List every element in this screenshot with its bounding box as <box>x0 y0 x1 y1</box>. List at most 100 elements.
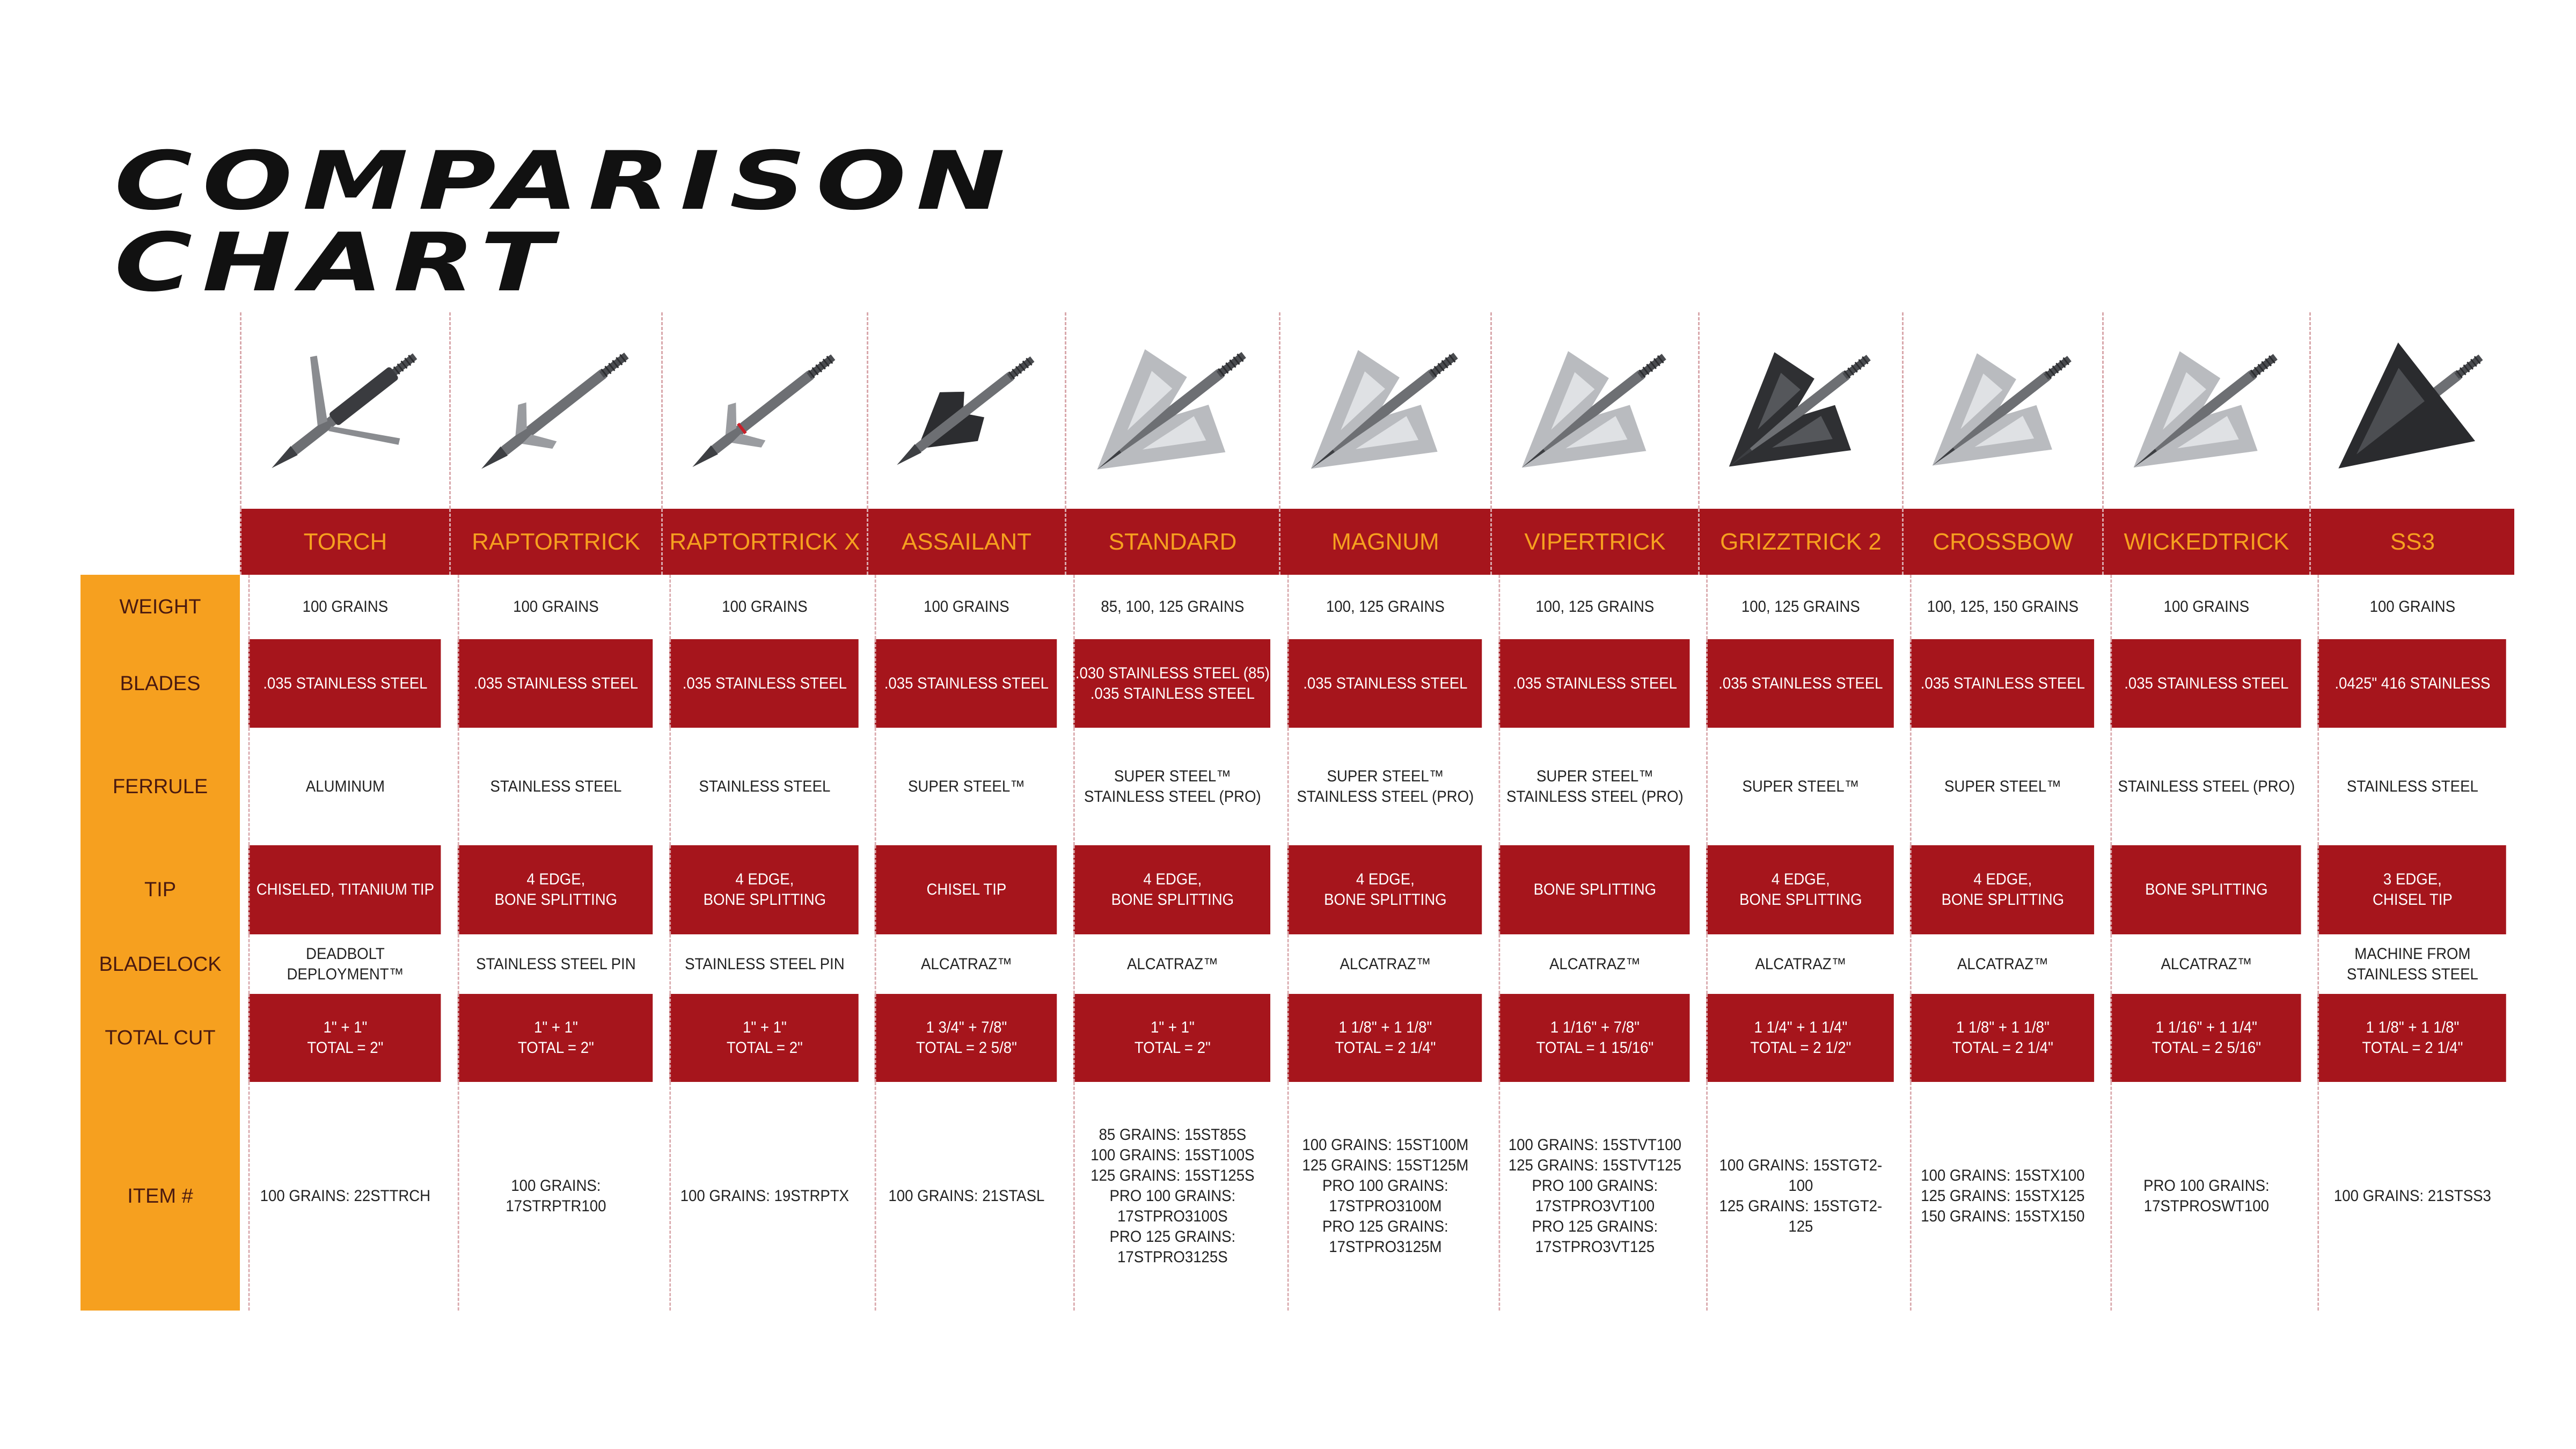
table-cell: 1 1/8" + 1 1/8" TOTAL = 2 1/4" <box>1909 994 2095 1082</box>
table-cell: SUPER STEEL™ STAINLESS STEEL (PRO) <box>1073 728 1271 845</box>
table-cell: STAINLESS STEEL PIN <box>669 934 859 994</box>
table-cell: 100 GRAINS: 19STRPTX <box>669 1082 859 1311</box>
table-cell: 100 GRAINS <box>248 575 441 639</box>
row-label-item-: ITEM # <box>80 1082 240 1311</box>
table-cell: STAINLESS STEEL <box>457 728 653 845</box>
table-cell: 1 1/8" + 1 1/8" TOTAL = 2 1/4" <box>2317 994 2506 1082</box>
table-cell: 4 EDGE, BONE SPLITTING <box>1287 845 1482 934</box>
table-cell: 1 1/16" + 7/8" TOTAL = 1 15/16" <box>1498 994 1690 1082</box>
table-cell: 1" + 1" TOTAL = 2" <box>1073 994 1271 1082</box>
table-cell: SUPER STEEL™ STAINLESS STEEL (PRO) <box>1287 728 1482 845</box>
table-cell: 100 GRAINS <box>457 575 653 639</box>
title-line-1: COMPARISON <box>114 135 1015 228</box>
product-name-4: STANDARD <box>1065 509 1279 575</box>
product-name-1: RAPTORTRICK <box>449 509 661 575</box>
table-cell: 4 EDGE, BONE SPLITTING <box>457 845 653 934</box>
table-cell: .035 STAINLESS STEEL <box>2110 639 2301 728</box>
table-cell: 3 EDGE, CHISEL TIP <box>2317 845 2506 934</box>
table-cell: 1" + 1" TOTAL = 2" <box>669 994 859 1082</box>
table-cell: 100, 125, 150 GRAINS <box>1909 575 2095 639</box>
table-cell: MACHINE FROM STAINLESS STEEL <box>2317 934 2506 994</box>
table-cell: .030 STAINLESS STEEL (85) .035 STAINLESS… <box>1073 639 1271 728</box>
table-cell: STAINLESS STEEL <box>669 728 859 845</box>
raptortrick-x-broadhead-icon <box>661 312 867 509</box>
table-cell: .035 STAINLESS STEEL <box>874 639 1057 728</box>
product-name-7: GRIZZTRICK 2 <box>1698 509 1902 575</box>
table-cell: ALCATRAZ™ <box>1287 934 1482 994</box>
table-cell: .0425" 416 STAINLESS <box>2317 639 2506 728</box>
wickedtrick-broadhead-icon <box>2102 312 2309 509</box>
table-cell: 1 3/4" + 7/8" TOTAL = 2 5/8" <box>874 994 1057 1082</box>
standard-broadhead-icon <box>1065 312 1279 509</box>
row-label-blades: BLADES <box>80 639 240 728</box>
table-cell: 100, 125 GRAINS <box>1498 575 1690 639</box>
table-cell: 1" + 1" TOTAL = 2" <box>457 994 653 1082</box>
row-label-total-cut: TOTAL CUT <box>80 994 240 1082</box>
table-cell: 100 GRAINS: 15STX100 125 GRAINS: 15STX12… <box>1909 1082 2095 1311</box>
vipertrick-broadhead-icon <box>1490 312 1698 509</box>
table-cell: 100 GRAINS <box>2317 575 2506 639</box>
table-cell: 100 GRAINS <box>874 575 1057 639</box>
table-cell: 4 EDGE, BONE SPLITTING <box>1706 845 1894 934</box>
table-cell: SUPER STEEL™ <box>1909 728 2095 845</box>
product-name-6: VIPERTRICK <box>1490 509 1698 575</box>
raptortrick-broadhead-icon <box>449 312 661 509</box>
ss3-broadhead-icon <box>2309 312 2514 509</box>
table-cell: 100 GRAINS: 17STRPTR100 <box>457 1082 653 1311</box>
row-label-tip: TIP <box>80 845 240 934</box>
table-cell: CHISELED, TITANIUM TIP <box>248 845 441 934</box>
table-cell: .035 STAINLESS STEEL <box>248 639 441 728</box>
table-cell: CHISEL TIP <box>874 845 1057 934</box>
torch-broadhead-icon <box>240 312 449 509</box>
table-cell: 1 1/4" + 1 1/4" TOTAL = 2 1/2" <box>1706 994 1894 1082</box>
table-cell: SUPER STEEL™ <box>874 728 1057 845</box>
table-cell: ALCATRAZ™ <box>1498 934 1690 994</box>
grizztrick-2-broadhead-icon <box>1698 312 1902 509</box>
table-cell: 100 GRAINS <box>669 575 859 639</box>
table-cell: 100 GRAINS: 15STVT100 125 GRAINS: 15STVT… <box>1498 1082 1690 1311</box>
table-cell: ALCATRAZ™ <box>1909 934 2095 994</box>
table-cell: SUPER STEEL™ STAINLESS STEEL (PRO) <box>1498 728 1690 845</box>
table-cell: 1 1/16" + 1 1/4" TOTAL = 2 5/16" <box>2110 994 2301 1082</box>
product-name-10: SS3 <box>2309 509 2514 575</box>
table-cell: .035 STAINLESS STEEL <box>1909 639 2095 728</box>
table-cell: STAINLESS STEEL <box>2317 728 2506 845</box>
table-cell: 4 EDGE, BONE SPLITTING <box>1909 845 2095 934</box>
table-cell: ALCATRAZ™ <box>2110 934 2301 994</box>
table-cell: .035 STAINLESS STEEL <box>1706 639 1894 728</box>
table-cell: ALUMINUM <box>248 728 441 845</box>
table-cell: 100 GRAINS: 15STGT2-100 125 GRAINS: 15ST… <box>1706 1082 1894 1311</box>
product-name-0: TORCH <box>240 509 449 575</box>
table-cell: BONE SPLITTING <box>2110 845 2301 934</box>
table-cell: 4 EDGE, BONE SPLITTING <box>669 845 859 934</box>
product-name-5: MAGNUM <box>1279 509 1490 575</box>
table-cell: STAINLESS STEEL PIN <box>457 934 653 994</box>
table-cell: ALCATRAZ™ <box>1706 934 1894 994</box>
table-cell: 85 GRAINS: 15ST85S 100 GRAINS: 15ST100S … <box>1073 1082 1271 1311</box>
table-cell: PRO 100 GRAINS: 17STPROSWT100 <box>2110 1082 2301 1311</box>
table-cell: SUPER STEEL™ <box>1706 728 1894 845</box>
crossbow-broadhead-icon <box>1902 312 2102 509</box>
table-cell: 1 1/8" + 1 1/8" TOTAL = 2 1/4" <box>1287 994 1482 1082</box>
table-cell: 85, 100, 125 GRAINS <box>1073 575 1271 639</box>
corner-blank-2 <box>86 509 234 575</box>
row-label-ferrule: FERRULE <box>80 728 240 845</box>
title-line-2: CHART <box>114 216 563 310</box>
product-name-3: ASSAILANT <box>867 509 1065 575</box>
row-label-weight: WEIGHT <box>80 575 240 639</box>
row-label-bladelock: BLADELOCK <box>80 934 240 994</box>
table-cell: 100 GRAINS <box>2110 575 2301 639</box>
table-cell: STAINLESS STEEL (PRO) <box>2110 728 2301 845</box>
product-name-2: RAPTORTRICK X <box>661 509 867 575</box>
corner-blank <box>86 312 234 509</box>
table-cell: 100 GRAINS: 21STASL <box>874 1082 1057 1311</box>
table-cell: 100 GRAINS: 22STTRCH <box>248 1082 441 1311</box>
table-cell: DEADBOLT DEPLOYMENT™ <box>248 934 441 994</box>
table-cell: ALCATRAZ™ <box>874 934 1057 994</box>
table-cell: 4 EDGE, BONE SPLITTING <box>1073 845 1271 934</box>
product-name-8: CROSSBOW <box>1902 509 2102 575</box>
table-cell: 1" + 1" TOTAL = 2" <box>248 994 441 1082</box>
table-cell: BONE SPLITTING <box>1498 845 1690 934</box>
magnum-broadhead-icon <box>1279 312 1490 509</box>
